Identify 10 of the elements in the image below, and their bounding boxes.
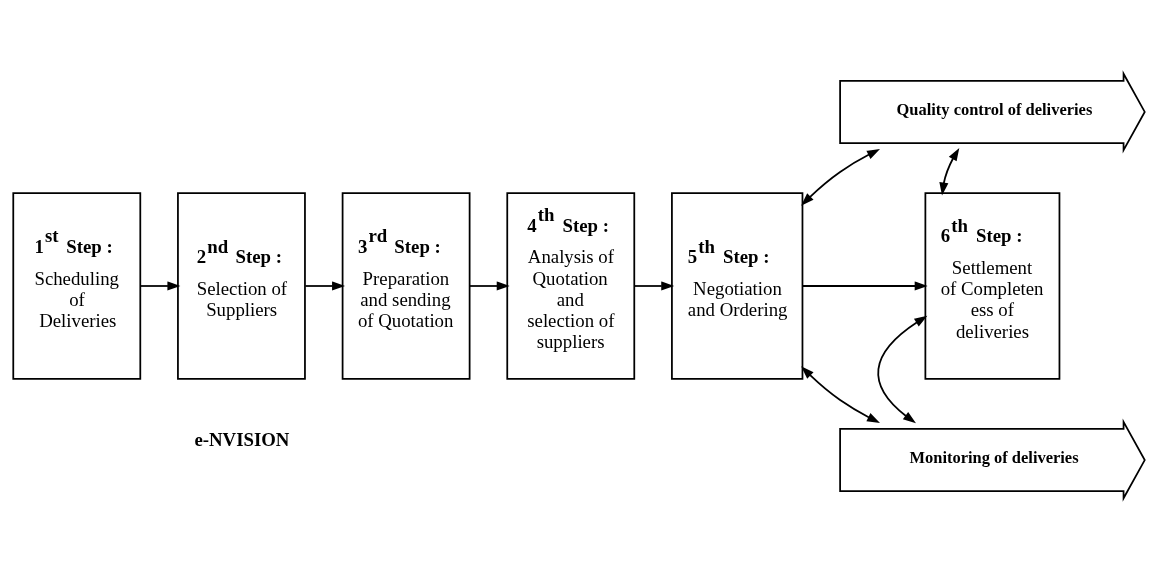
label: e-NVISION — [194, 428, 290, 450]
arrow — [304, 280, 345, 291]
arrow — [801, 148, 880, 206]
arrow — [633, 280, 675, 291]
arrow — [139, 280, 181, 291]
arrow — [801, 365, 880, 423]
arrow — [469, 280, 510, 291]
arrow — [939, 147, 960, 195]
arrow — [877, 315, 928, 423]
arrow — [801, 280, 928, 291]
